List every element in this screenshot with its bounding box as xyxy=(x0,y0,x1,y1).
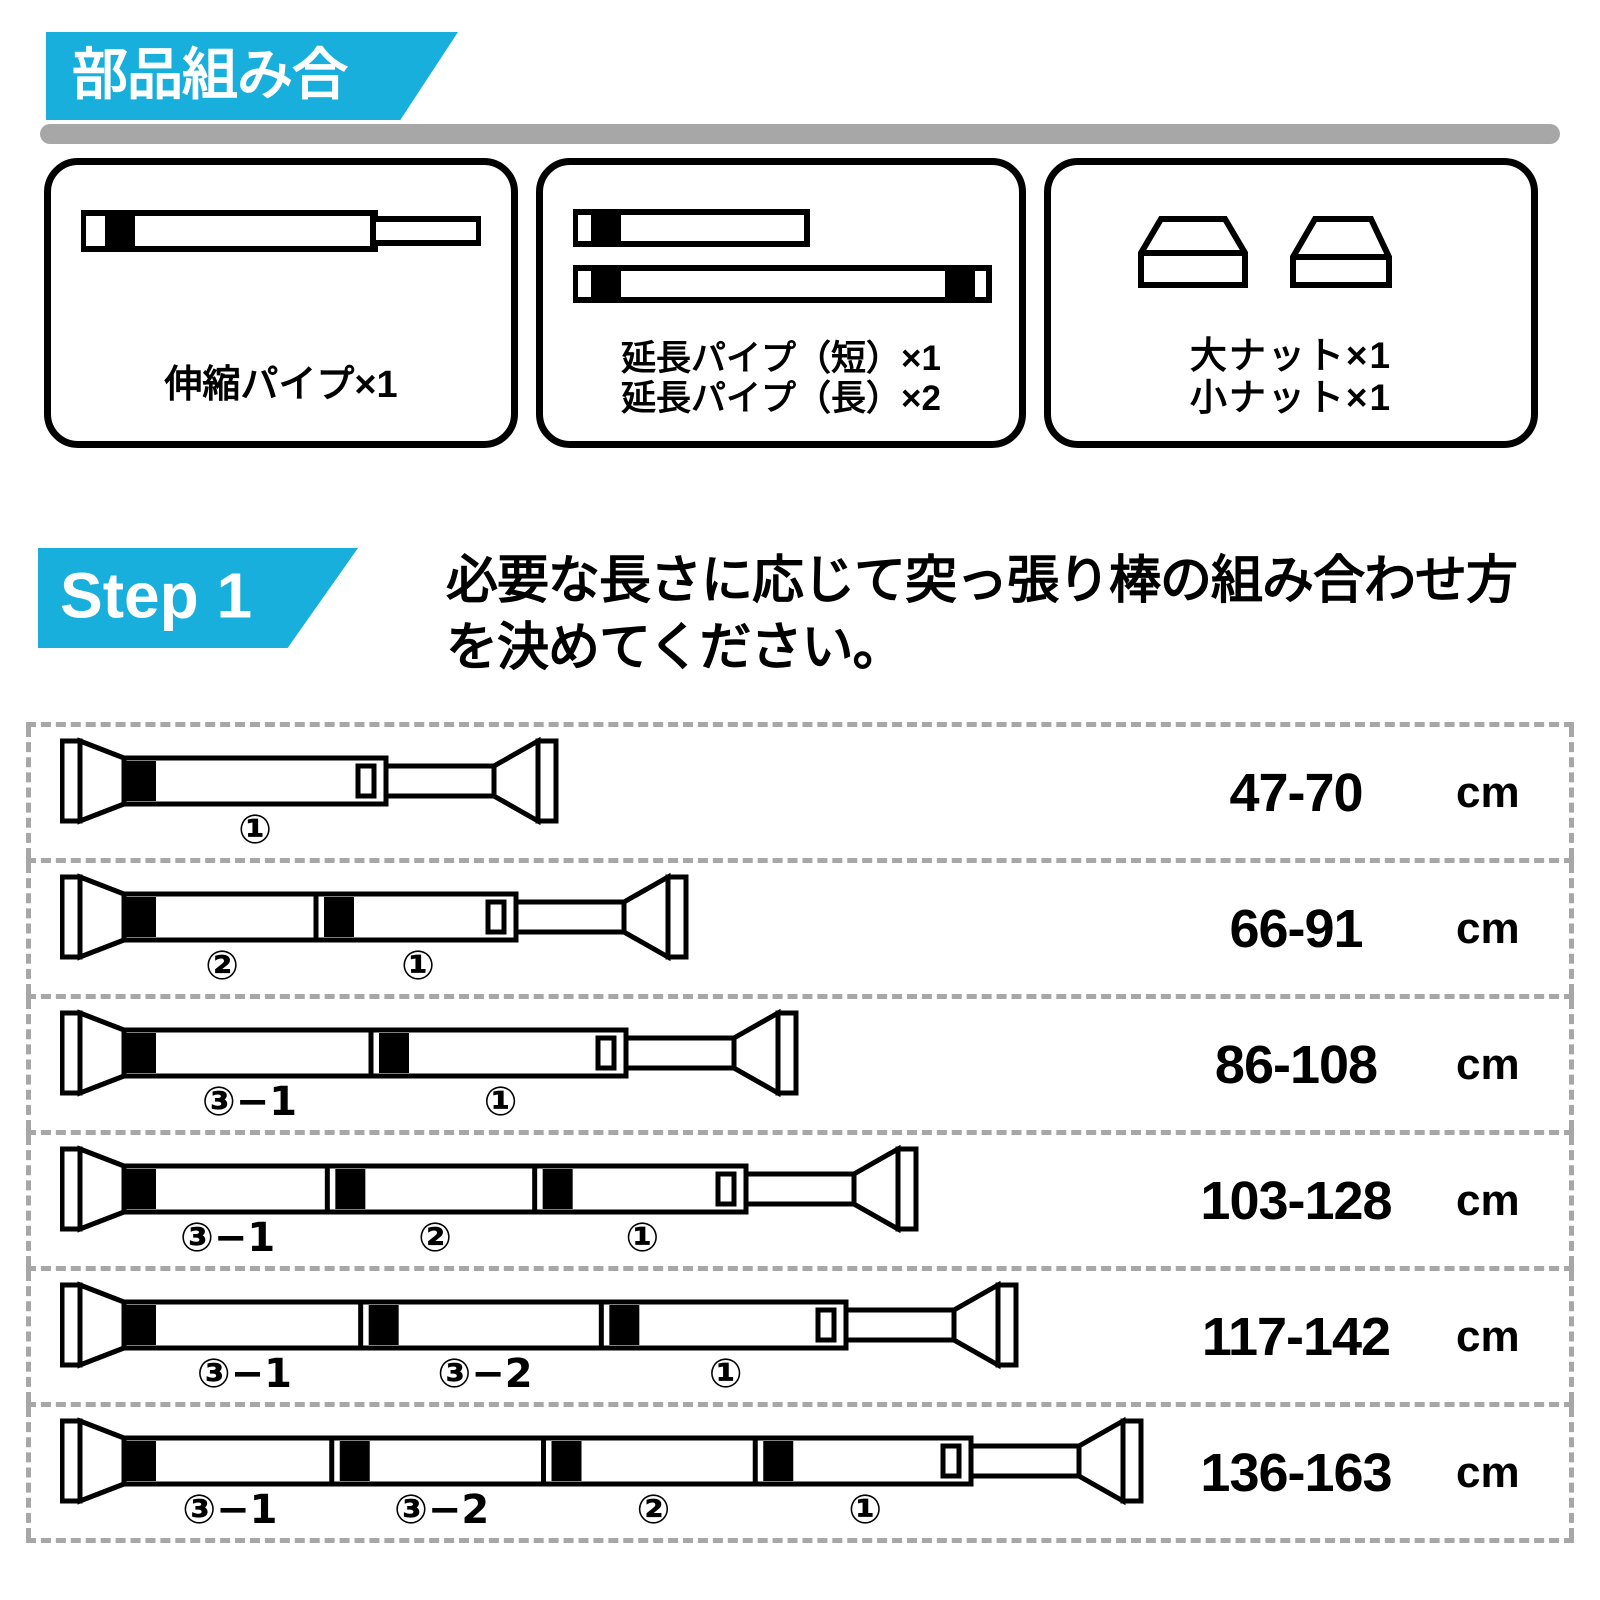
segment-label: ① xyxy=(484,1079,518,1125)
part-caption-line: 小ナット×1 xyxy=(1189,376,1393,418)
row-border-left xyxy=(26,1407,36,1538)
extension-pipe-short-drawing xyxy=(573,209,810,247)
length-unit-label: cm xyxy=(1456,903,1520,953)
row-border-right xyxy=(1564,727,1574,858)
part-caption-line: 延長パイプ（短）×1 xyxy=(621,339,941,379)
rod-assembly-drawing: ③−1 ② ① xyxy=(60,1144,919,1261)
part-caption-line: 伸縮パイプ×1 xyxy=(164,363,398,406)
row-border-left xyxy=(26,999,36,1130)
row-border-right xyxy=(1564,1135,1574,1266)
length-unit-label: cm xyxy=(1456,1311,1520,1361)
row-border-right xyxy=(1564,1271,1574,1402)
segment-label: ① xyxy=(848,1487,882,1533)
length-range-value: 136-163 xyxy=(1200,1442,1392,1503)
length-unit-label: cm xyxy=(1456,1175,1520,1225)
segment-label: ③−2 xyxy=(394,1487,489,1533)
rod-assembly-drawing: ③−1 ① xyxy=(60,1008,799,1125)
telescoping-pipe-drawing xyxy=(81,210,481,252)
segment-label: ③−1 xyxy=(197,1351,292,1397)
rod-assembly: ③−1 ③−2 ① xyxy=(60,1279,1020,1397)
segment-label: ① xyxy=(625,1215,659,1261)
config-row: ③−1 ③−2 ② ① 136-163 cm xyxy=(26,1402,1574,1543)
rod-assembly-drawing: ③−1 ③−2 ② ① xyxy=(60,1416,1144,1533)
segment-label: ① xyxy=(238,807,272,853)
config-row: ③−1 ③−2 ① 117-142 cm xyxy=(26,1266,1574,1402)
header-banner-shape xyxy=(46,32,458,120)
length-range-value: 103-128 xyxy=(1200,1170,1392,1231)
row-border-left xyxy=(26,863,36,994)
header-banner-label: 部品組み合 xyxy=(72,42,348,106)
config-row: ③−1 ② ① 103-128 cm xyxy=(26,1130,1574,1266)
part-box-telescoping-pipe: 伸縮パイプ×1 xyxy=(44,158,518,448)
segment-label: ② xyxy=(636,1487,670,1533)
segment-label: ③−1 xyxy=(182,1487,277,1533)
rod-assembly-drawing: ① xyxy=(60,736,559,853)
length-range-value: 47-70 xyxy=(1229,762,1363,823)
step-badge: Step 1 xyxy=(38,548,358,648)
part-box-extension-pipes: 延長パイプ（短）×1 延長パイプ（長）×2 xyxy=(536,158,1026,448)
row-border-right xyxy=(1564,863,1574,994)
length-range-value: 66-91 xyxy=(1229,898,1363,959)
length-range-value: 117-142 xyxy=(1201,1306,1391,1367)
row-border-right xyxy=(1564,999,1574,1130)
config-row: ③−1 ① 86-108 cm xyxy=(26,994,1574,1130)
length-range-value: 86-108 xyxy=(1214,1034,1378,1095)
part-caption-extension-pipes: 延長パイプ（短）×1 延長パイプ（長）×2 xyxy=(543,339,1019,419)
segment-label: ① xyxy=(401,943,435,989)
part-caption-telescoping-pipe: 伸縮パイプ×1 xyxy=(51,364,511,407)
telescoping-pipe-icon xyxy=(51,207,511,255)
step-badge-label: Step 1 xyxy=(60,559,253,632)
extension-pipe-long-drawing xyxy=(573,265,992,303)
rod-assembly: ③−1 ① xyxy=(60,1007,800,1125)
parts-list: 伸縮パイプ×1 延長パイプ（短）×1 延長パイプ（長）×2 xyxy=(44,158,1556,448)
small-nut-drawing xyxy=(1290,216,1392,288)
config-row: ① 47-70 cm xyxy=(26,722,1574,858)
segment-label: ② xyxy=(418,1215,452,1261)
segment-label: ② xyxy=(205,943,239,989)
rod-assembly-drawing: ③−1 ③−2 ① xyxy=(60,1280,1019,1397)
extension-pipes-icon xyxy=(543,207,1019,305)
row-border-left xyxy=(26,727,36,858)
rod-assembly: ③−1 ③−2 ② ① xyxy=(60,1415,1145,1533)
step-instruction-text: 必要な長さに応じて突っ張り棒の組み合わせ方を決めてください。 xyxy=(446,552,1518,677)
segment-label: ③−1 xyxy=(180,1215,275,1261)
length-unit-label: cm xyxy=(1456,767,1520,817)
row-border-right xyxy=(1564,1407,1574,1538)
part-box-nuts: 大ナット×1 小ナット×1 xyxy=(1044,158,1538,448)
part-caption-nuts: 大ナット×1 小ナット×1 xyxy=(1051,335,1531,419)
length-unit-label: cm xyxy=(1456,1447,1520,1497)
nuts-icon xyxy=(1051,213,1531,289)
row-border-left xyxy=(26,1271,36,1402)
part-caption-line: 延長パイプ（長）×2 xyxy=(621,379,941,419)
segment-label: ③−1 xyxy=(202,1079,297,1125)
segment-label: ③−2 xyxy=(437,1351,532,1397)
row-border-left xyxy=(26,1135,36,1266)
rod-assembly: ③−1 ② ① xyxy=(60,1143,920,1261)
rod-assembly: ① xyxy=(60,735,560,853)
large-nut-drawing xyxy=(1138,216,1248,288)
header-banner: 部品組み合 xyxy=(46,32,458,120)
segment-label: ① xyxy=(709,1351,743,1397)
part-caption-line: 大ナット×1 xyxy=(1189,334,1393,376)
header-divider-bar xyxy=(40,124,1560,144)
length-unit-label: cm xyxy=(1456,1039,1520,1089)
